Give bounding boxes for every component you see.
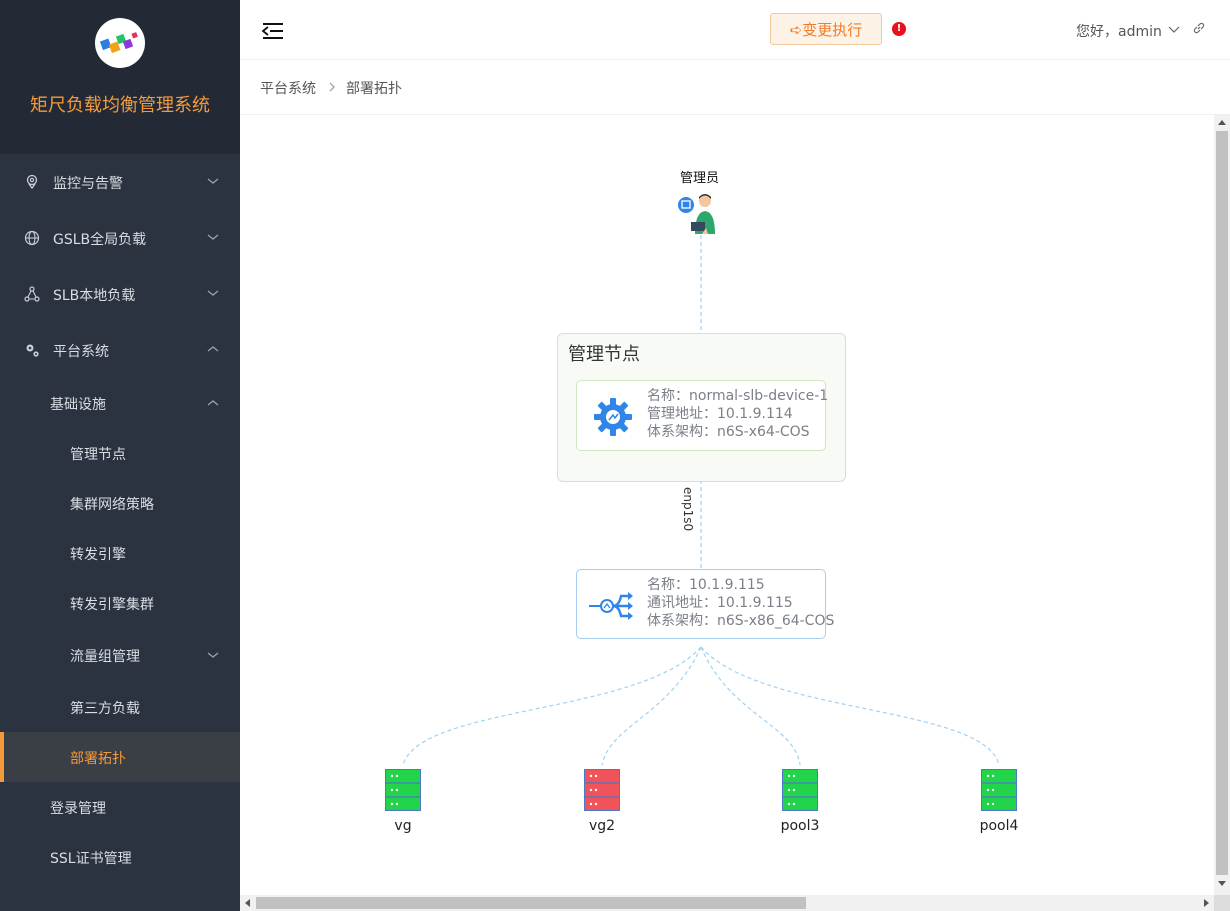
engine-node-arch: 体系架构：n6S-x86_64-COS: [647, 613, 835, 629]
chevron-up-icon: [207, 346, 219, 352]
globe-icon: [24, 230, 40, 246]
sidebar-item-ssl-cert[interactable]: SSL证书管理: [0, 832, 240, 882]
scrollbar-corner: [1214, 895, 1230, 911]
link-icon[interactable]: [1192, 21, 1206, 35]
edge-engine-pool3: [700, 646, 801, 766]
gears-icon: [26, 344, 39, 357]
logo: [95, 18, 145, 68]
change-execute-button[interactable]: ➪变更执行: [770, 13, 882, 45]
network-nodes-icon: [24, 286, 40, 302]
sidebar-item-label: 流量组管理: [70, 649, 140, 665]
chevron-right-icon: [329, 82, 335, 92]
engine-node-address: 通讯地址：10.1.9.115: [647, 595, 793, 611]
sidebar-item-label: 第三方负载: [70, 701, 140, 717]
scroll-down-arrow-icon[interactable]: [1218, 881, 1226, 886]
sidebar-item-engine-cluster[interactable]: 转发引擎集群: [0, 578, 240, 628]
pool-label: vg: [394, 818, 412, 834]
group-title: 管理节点: [568, 344, 640, 365]
mgmt-node-address: 管理地址：10.1.9.114: [647, 406, 793, 422]
sidebar-item-slb[interactable]: SLB本地负载: [0, 266, 240, 322]
pool-vg-server-icon[interactable]: [385, 769, 421, 811]
engine-node-card[interactable]: 名称：10.1.9.115 通讯地址：10.1.9.115 体系架构：n6S-x…: [576, 569, 835, 639]
pool-label: pool3: [780, 818, 820, 834]
brand-area: 矩尺负载均衡管理系统: [0, 0, 240, 154]
sidebar: 矩尺负载均衡管理系统 监控与告警 GSLB全局负载: [0, 0, 240, 911]
active-indicator: [0, 732, 4, 782]
horizontal-scrollbar[interactable]: [240, 895, 1214, 911]
pool-label: pool4: [979, 818, 1019, 834]
chevron-down-icon[interactable]: [1168, 26, 1180, 34]
sidebar-item-label: 部署拓扑: [70, 751, 126, 767]
sidebar-item-label: SLB本地负载: [53, 288, 136, 304]
pool-pool4-server-icon[interactable]: [981, 769, 1017, 811]
engine-node-name: 名称：10.1.9.115: [647, 577, 765, 593]
logo-icon: [99, 32, 138, 54]
location-pin-icon: [26, 174, 38, 190]
chevron-down-icon: [207, 290, 219, 296]
breadcrumb-current: 部署拓扑: [346, 81, 402, 97]
sidebar-item-login-management[interactable]: 登录管理: [0, 782, 240, 832]
breadcrumb-root[interactable]: 平台系统: [260, 81, 316, 97]
user-greeting[interactable]: 您好，admin: [1076, 24, 1162, 40]
pool-pool3-server-icon[interactable]: [782, 769, 818, 811]
engine-node-details: 名称：10.1.9.115 通讯地址：10.1.9.115 体系架构：n6S-x…: [647, 576, 835, 630]
sidebar-item-monitoring[interactable]: 监控与告警: [0, 154, 240, 210]
sidebar-item-label: 集群网络策略: [70, 497, 154, 513]
sidebar-item-label: 管理节点: [70, 447, 126, 463]
sidebar-item-gslb[interactable]: GSLB全局负载: [0, 210, 240, 266]
pool-vg2-server-icon[interactable]: [584, 769, 620, 811]
chevron-down-icon: [207, 652, 219, 658]
edge-engine-vg: [402, 646, 702, 766]
scroll-up-arrow-icon[interactable]: [1218, 120, 1226, 125]
sidebar-item-forwarding-engine[interactable]: 转发引擎: [0, 528, 240, 578]
topology-canvas[interactable]: 管理员 管理节点 名称：no: [240, 115, 1214, 895]
chevron-down-icon: [207, 234, 219, 240]
sidebar-item-label: 转发引擎集群: [70, 597, 154, 613]
horizontal-scroll-thumb[interactable]: [256, 897, 806, 909]
scroll-left-arrow-icon[interactable]: [245, 899, 250, 907]
sidebar-item-label: 监控与告警: [53, 176, 123, 192]
vertical-scroll-thumb[interactable]: [1216, 131, 1228, 875]
sidebar-item-deploy-topology[interactable]: 部署拓扑: [0, 732, 240, 782]
mgmt-node-details: 名称：normal-slb-device-1 管理地址：10.1.9.114 体…: [647, 387, 829, 441]
sidebar-item-label: 平台系统: [53, 344, 109, 360]
sidebar-item-label: 转发引擎: [70, 547, 126, 563]
menu-collapse-icon[interactable]: [261, 22, 284, 40]
scroll-right-arrow-icon[interactable]: [1204, 899, 1209, 907]
mgmt-node-arch: 体系架构：n6S-x64-COS: [647, 424, 810, 440]
admin-avatar-icon[interactable]: [676, 192, 726, 236]
edge-engine-pool4: [700, 646, 1000, 766]
sidebar-item-cluster-network-policy[interactable]: 集群网络策略: [0, 478, 240, 528]
sidebar-item-traffic-group[interactable]: 流量组管理: [0, 628, 240, 682]
top-header: ➪变更执行 ! 您好，admin: [240, 0, 1230, 60]
edge-label-interface: enp1s0: [681, 487, 695, 532]
sidebar-item-mgmt-node[interactable]: 管理节点: [0, 428, 240, 478]
gear-icon: [594, 398, 632, 436]
mgmt-node-card[interactable]: 名称：normal-slb-device-1 管理地址：10.1.9.114 体…: [576, 380, 829, 451]
vertical-scrollbar[interactable]: [1214, 115, 1230, 895]
sidebar-menu: 监控与告警 GSLB全局负载 SLB本地负载: [0, 154, 240, 882]
breadcrumb: 平台系统 部署拓扑: [240, 60, 1230, 115]
load-balancer-icon: [589, 592, 633, 620]
edge-engine-vg2: [601, 646, 702, 766]
sidebar-item-label: SSL证书管理: [50, 851, 132, 867]
sidebar-item-label: 基础设施: [50, 397, 106, 413]
sidebar-item-label: 登录管理: [50, 801, 106, 817]
admin-label: 管理员: [680, 171, 720, 186]
chevron-up-icon: [207, 400, 219, 406]
mgmt-node-name: 名称：normal-slb-device-1: [647, 388, 829, 404]
alert-icon[interactable]: !: [892, 22, 906, 36]
sidebar-item-label: GSLB全局负载: [53, 232, 147, 248]
sidebar-item-third-party-lb[interactable]: 第三方负载: [0, 682, 240, 732]
sidebar-item-infrastructure[interactable]: 基础设施: [0, 378, 240, 428]
chevron-down-icon: [207, 178, 219, 184]
pool-label: vg2: [588, 818, 616, 834]
brand-title: 矩尺负载均衡管理系统: [30, 95, 210, 116]
sidebar-item-platform[interactable]: 平台系统: [0, 322, 240, 378]
